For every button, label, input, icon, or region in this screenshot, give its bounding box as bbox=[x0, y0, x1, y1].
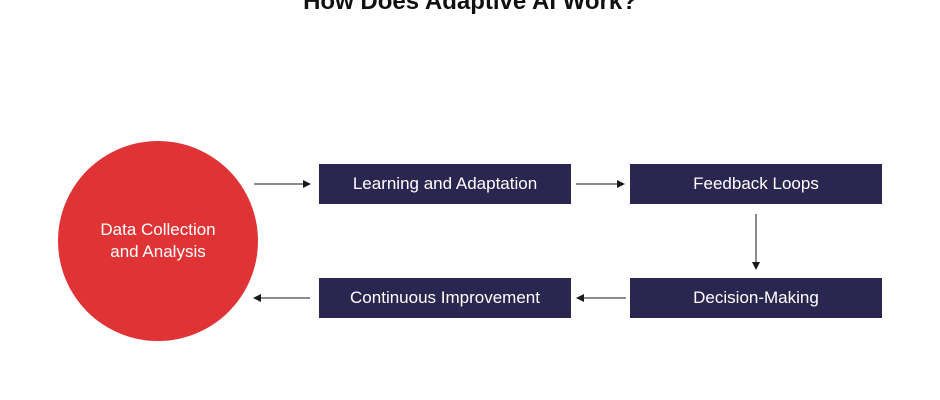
node-feedback-loops-label: Feedback Loops bbox=[693, 174, 819, 193]
diagram-title: How Does Adaptive AI Work? bbox=[303, 0, 637, 15]
node-learning-adaptation: Learning and Adaptation bbox=[319, 164, 571, 204]
node-data-collection-label: Data Collection and Analysis bbox=[100, 220, 216, 261]
node-feedback-loops: Feedback Loops bbox=[630, 164, 882, 204]
node-continuous-improvement: Continuous Improvement bbox=[319, 278, 571, 318]
node-learning-adaptation-label: Learning and Adaptation bbox=[352, 174, 538, 193]
node-continuous-improvement-label: Continuous Improvement bbox=[350, 288, 540, 307]
node-decision-making: Decision-Making bbox=[630, 278, 882, 318]
node-data-collection: Data Collection and Analysis bbox=[58, 141, 258, 341]
node-decision-making-label: Decision-Making bbox=[693, 288, 819, 307]
